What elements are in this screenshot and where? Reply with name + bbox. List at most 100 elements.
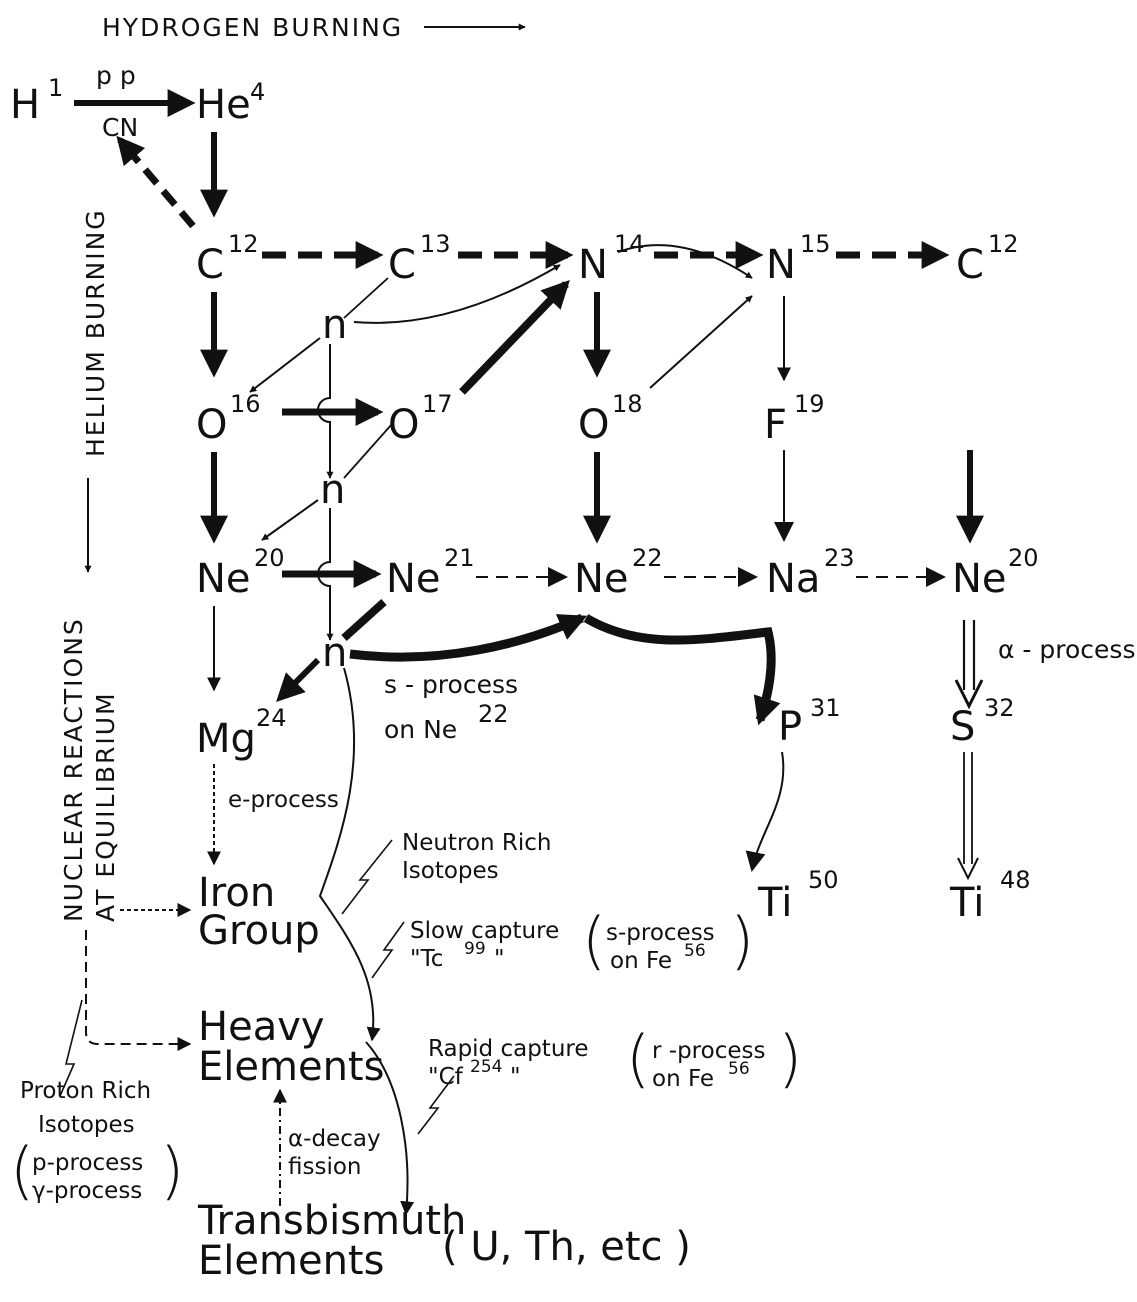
- arrow-o18-n15: [649, 295, 753, 389]
- svg-text:O: O: [388, 402, 419, 448]
- label-on-ne22-mass: 22: [478, 700, 509, 728]
- nuclide-c12: C 12: [196, 230, 259, 288]
- svg-text:S: S: [950, 704, 975, 750]
- label-transbismuth-elements: Elements: [198, 1238, 384, 1284]
- label-tc99: "Tc: [410, 946, 443, 972]
- line-o17-n: [343, 423, 393, 479]
- arrow-ne22-p31: [583, 614, 781, 726]
- label-s-process-fe: s-process: [606, 920, 715, 946]
- nuclide-f19: F 19: [764, 390, 825, 448]
- svg-text:Ne: Ne: [574, 556, 629, 602]
- nuclide-mg24: Mg 24: [196, 704, 287, 762]
- svg-text:C: C: [196, 242, 224, 288]
- label-on-fe: on Fe: [610, 948, 672, 974]
- label-cf254-close: ": [510, 1064, 521, 1090]
- arrow-n-heavy: [318, 667, 381, 1042]
- svg-text:H: H: [10, 82, 40, 128]
- hydrogen-burning-title: HYDROGEN BURNING: [102, 13, 403, 42]
- svg-text:48: 48: [1000, 866, 1031, 894]
- label-rapid-capture: Rapid capture: [428, 1036, 589, 1062]
- svg-text:20: 20: [1008, 544, 1039, 572]
- label-on-ne22: on Ne: [384, 715, 457, 744]
- label-pp: p p: [96, 61, 136, 90]
- nuclide-ti50: Ti 50: [757, 866, 839, 926]
- svg-text:31: 31: [810, 694, 841, 722]
- label-tc99-close: ": [494, 946, 505, 972]
- arrow-n-o16: [249, 337, 321, 393]
- arrow-n-ne20: [261, 499, 319, 541]
- nuclide-o17: O 17: [388, 390, 453, 448]
- svg-text:24: 24: [256, 704, 287, 732]
- nuclide-p31: P 31: [778, 694, 841, 750]
- arrow-c12-cn: [116, 135, 196, 229]
- label-tc99-mass: 99: [464, 939, 486, 959]
- arrow-n-n: [317, 344, 334, 479]
- arrow-o17-n14: [459, 279, 570, 395]
- arrow-n-mg24: [276, 657, 321, 702]
- svg-text:32: 32: [984, 694, 1015, 722]
- arrow-s32-ti48: [957, 752, 979, 881]
- neutron-2: n: [320, 467, 345, 513]
- svg-text:4: 4: [250, 78, 265, 106]
- label-cn: CN: [102, 113, 138, 142]
- label-alpha-decay: α-decay: [288, 1126, 381, 1152]
- svg-text:20: 20: [254, 544, 285, 572]
- svg-text:Ne: Ne: [196, 556, 251, 602]
- svg-text:N: N: [578, 242, 608, 288]
- svg-text:Ne: Ne: [952, 556, 1007, 602]
- label-iron: Iron: [198, 870, 275, 916]
- helium-burning-title: HELIUM BURNING: [81, 208, 110, 457]
- svg-text:15: 15: [800, 230, 831, 258]
- neutron-1: n: [322, 302, 347, 348]
- label-transbismuth: Transbismuth: [197, 1198, 466, 1244]
- nuclide-na23: Na 23: [766, 544, 855, 602]
- arrow-n-ne22-sprocess: [349, 613, 588, 662]
- svg-text:F: F: [764, 402, 787, 448]
- svg-text:C: C: [956, 242, 984, 288]
- nuclide-h1: H 1: [10, 74, 63, 128]
- svg-text:18: 18: [612, 390, 643, 418]
- paren-close-r: ): [778, 1022, 802, 1095]
- paren-open-p: (: [10, 1134, 34, 1207]
- svg-text:Ti: Ti: [949, 880, 984, 926]
- svg-text:22: 22: [632, 544, 663, 572]
- squiggle-neutron-rich: [341, 839, 393, 915]
- nuclide-n14: N 14: [578, 230, 645, 288]
- squiggle-rapid-capture: [417, 1075, 455, 1135]
- svg-text:Ne: Ne: [386, 556, 441, 602]
- label-fission: fission: [288, 1154, 362, 1180]
- nuclide-n15: N 15: [766, 230, 831, 288]
- svg-text:23: 23: [824, 544, 855, 572]
- label-r-process-fe: r -process: [652, 1038, 765, 1064]
- label-gamma-process: γ-process: [32, 1178, 142, 1204]
- label-on-fe-r: on Fe: [652, 1066, 714, 1092]
- nuclide-ne20: Ne 20: [196, 544, 285, 602]
- svg-text:19: 19: [794, 390, 825, 418]
- arrow-equilibrium-heavy: [85, 930, 192, 1051]
- arrow-ne20-s32: [954, 620, 984, 710]
- svg-text:Mg: Mg: [196, 716, 256, 762]
- nuclide-c13: C 13: [388, 230, 451, 288]
- label-s-process: s - process: [384, 670, 518, 699]
- svg-text:16: 16: [230, 390, 261, 418]
- label-group: Group: [198, 908, 320, 954]
- arrow-to-transbismuth: [365, 1041, 415, 1216]
- svg-text:O: O: [578, 402, 609, 448]
- svg-text:O: O: [196, 402, 227, 448]
- equilibrium-label-1: NUCLEAR REACTIONS: [59, 617, 88, 922]
- nuclide-ti48: Ti 48: [949, 866, 1031, 926]
- squiggle-slow-capture: [371, 921, 405, 979]
- paren-close-p: ): [160, 1134, 184, 1207]
- svg-text:12: 12: [228, 230, 259, 258]
- svg-text:C: C: [388, 242, 416, 288]
- label-e-process: e-process: [228, 787, 339, 813]
- label-neutron-rich-isotopes: Isotopes: [402, 858, 499, 884]
- svg-text:50: 50: [808, 866, 839, 894]
- paren-close-s: ): [730, 904, 754, 977]
- svg-text:He: He: [196, 82, 251, 128]
- squiggle-proton-rich: [59, 999, 83, 1097]
- label-heavy: Heavy: [198, 1004, 325, 1050]
- paren-open-r: (: [626, 1022, 650, 1095]
- svg-text:21: 21: [444, 544, 475, 572]
